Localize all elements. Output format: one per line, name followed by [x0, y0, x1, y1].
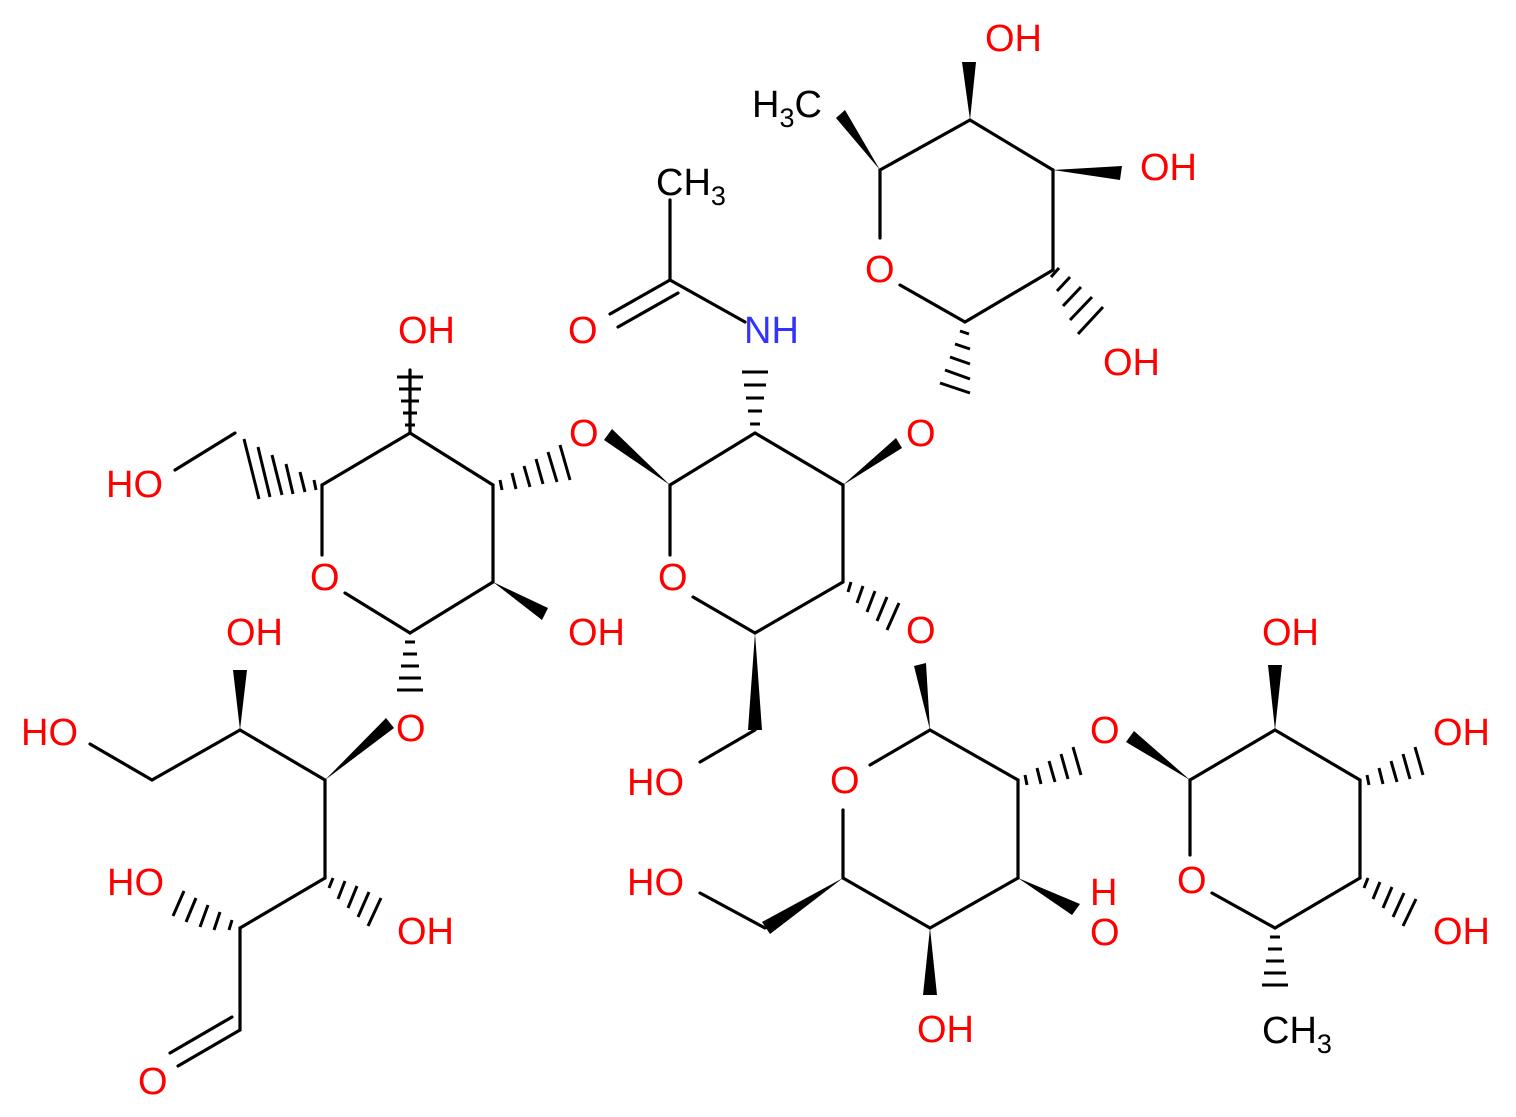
oh-label: OH: [398, 310, 455, 352]
oh-label: O: [1090, 912, 1120, 954]
ho-label: HO: [627, 762, 684, 804]
glycosidic-oxygen-label: O: [906, 610, 936, 652]
oh-label: OH: [226, 612, 283, 654]
glycosidic-oxygen-label: O: [906, 413, 936, 455]
oh-label: OH: [917, 1009, 974, 1051]
oh-label: H: [1090, 872, 1117, 914]
glycosidic-oxygen-label: O: [569, 413, 599, 455]
ch-text: CH: [656, 162, 711, 204]
h-text: H: [752, 84, 779, 126]
ring-oxygen-label: O: [310, 557, 340, 599]
subscript-3: 3: [711, 181, 726, 211]
methyl-label: CH3: [656, 162, 726, 211]
hashed-bonds: [171, 267, 1425, 987]
oh-label: OH: [1140, 147, 1197, 189]
atom-labels: OH HO O O OH O OH HO HO OH O NH O CH3 O …: [21, 18, 1490, 1103]
ho-label: HO: [21, 712, 78, 754]
glycosidic-oxygen-label: O: [396, 708, 426, 750]
carbonyl-oxygen-label: O: [568, 310, 598, 352]
oh-label: OH: [985, 18, 1042, 60]
ho-label: HO: [106, 464, 163, 506]
wedge-bonds: [233, 62, 1282, 995]
oh-label: OH: [397, 911, 454, 953]
ch-text: CH: [1262, 1010, 1317, 1052]
ring-oxygen-label: O: [830, 760, 860, 802]
methyl-label: H3C: [752, 84, 822, 133]
glycosidic-oxygen-label: O: [1090, 710, 1120, 752]
oh-label: OH: [568, 612, 625, 654]
ring-oxygen-label: O: [658, 557, 688, 599]
subscript-3: 3: [779, 103, 794, 133]
ring-oxygen-label: O: [1177, 860, 1207, 902]
ring-oxygen-label: O: [865, 249, 895, 291]
ho-label: HO: [107, 862, 164, 904]
methyl-label: CH3: [1262, 1010, 1332, 1059]
plain-bonds: [88, 118, 1362, 1068]
ho-label: HO: [627, 862, 684, 904]
subscript-3: 3: [1317, 1029, 1332, 1059]
oh-label: OH: [1103, 342, 1160, 384]
oh-label: OH: [1433, 911, 1490, 953]
nh-label: NH: [744, 310, 799, 352]
aldehyde-oxygen-label: O: [138, 1061, 168, 1103]
oh-label: OH: [1262, 612, 1319, 654]
c-text: C: [794, 84, 821, 126]
oh-label: OH: [1433, 712, 1490, 754]
